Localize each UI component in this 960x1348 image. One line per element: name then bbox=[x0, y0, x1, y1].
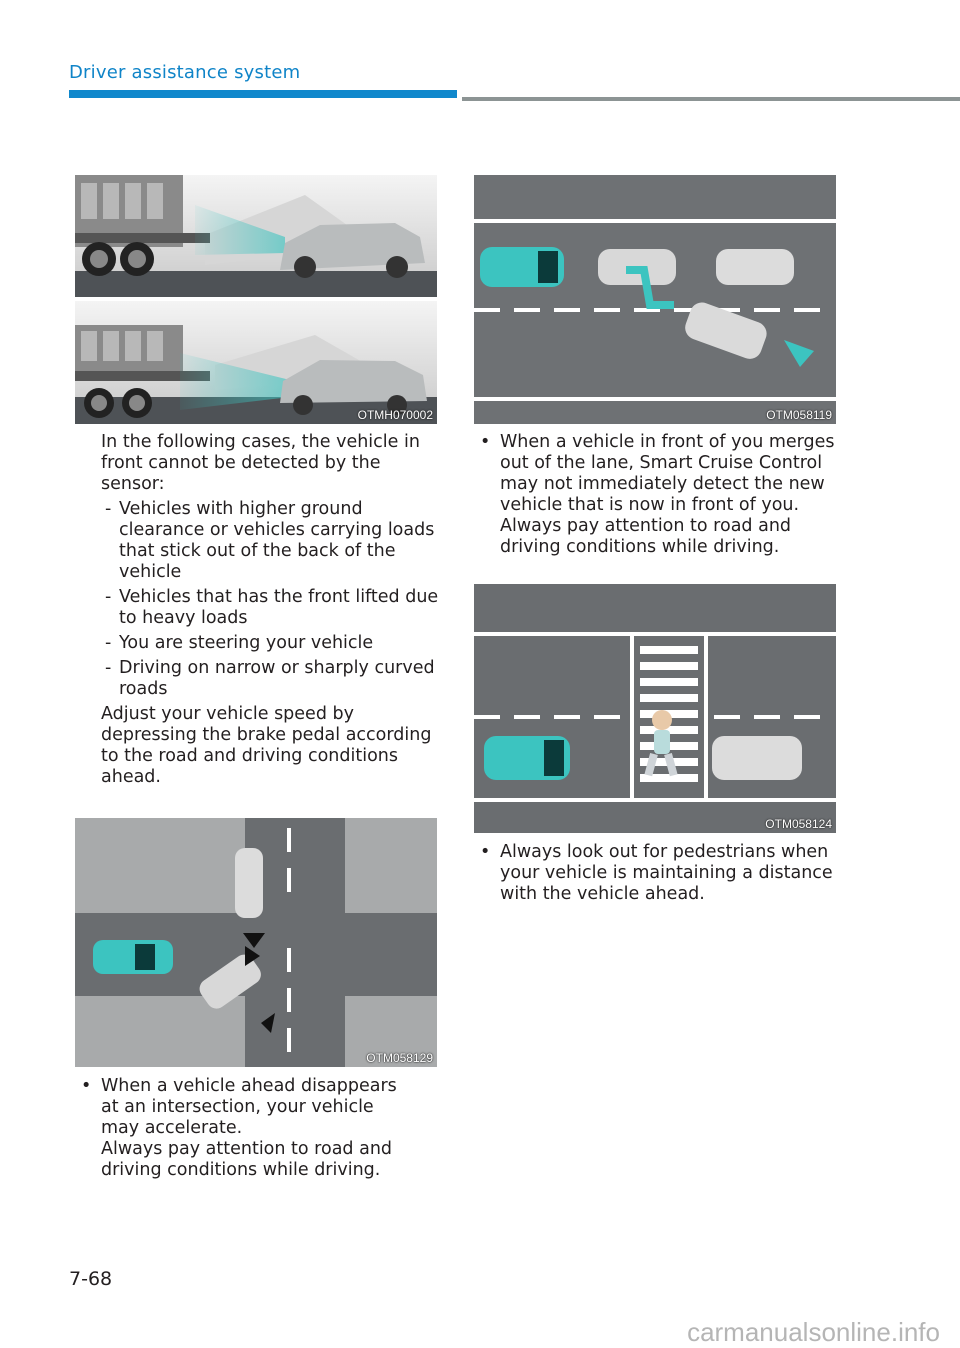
bullet-note: Always pay attention to road and driving… bbox=[101, 1139, 393, 1180]
bullet-marker: • bbox=[480, 842, 491, 862]
dash-marker: - bbox=[105, 499, 112, 519]
truck-sensor-illustration bbox=[75, 175, 437, 424]
bullet-text: When a vehicle in front of you merges ou… bbox=[500, 432, 835, 515]
bullet-item: • When a vehicle ahead disappears at an i… bbox=[77, 1076, 417, 1139]
dash-marker: - bbox=[105, 587, 112, 607]
dash-marker: - bbox=[105, 658, 112, 678]
bullet-note: Always pay attention to road and driving… bbox=[500, 516, 792, 557]
lane-merge-illustration bbox=[474, 175, 836, 424]
bullet-text: Always look out for pedestrians when you… bbox=[500, 842, 833, 904]
intersection-illustration bbox=[75, 818, 437, 1067]
list-item: -Driving on narrow or sharply curved roa… bbox=[101, 658, 441, 700]
figure-truck-sensor: OTMH070002 bbox=[75, 175, 437, 424]
list-item: -You are steering your vehicle bbox=[101, 633, 441, 654]
figure-code: OTM058119 bbox=[766, 408, 832, 422]
bullet-marker: • bbox=[81, 1076, 92, 1096]
bullet-marker: • bbox=[480, 432, 491, 452]
right-bullet-block-1: • When a vehicle in front of you merges o… bbox=[476, 432, 836, 558]
list-item-text: Driving on narrow or sharply curved road… bbox=[119, 658, 435, 699]
list-item-text: Vehicles with higher ground clearance or… bbox=[119, 499, 435, 582]
intro-paragraph: In the following cases, the vehicle in f… bbox=[101, 432, 420, 494]
figure-crosswalk: OTM058124 bbox=[474, 584, 836, 833]
left-bullet-block: • When a vehicle ahead disappears at an i… bbox=[77, 1076, 417, 1181]
list-item: -Vehicles with higher ground clearance o… bbox=[101, 499, 441, 583]
list-item-text: Vehicles that has the front lifted due t… bbox=[119, 587, 439, 628]
figure-lane-merge: OTM058119 bbox=[474, 175, 836, 424]
list-item-text: You are steering your vehicle bbox=[119, 633, 374, 653]
dash-marker: - bbox=[105, 633, 112, 653]
page-number: 7-68 bbox=[69, 1268, 113, 1290]
header-rule bbox=[462, 97, 960, 101]
figure-code: OTMH070002 bbox=[357, 408, 433, 422]
advice-paragraph: Adjust your vehicle speed by depressing … bbox=[101, 704, 432, 787]
figure-intersection: OTM058129 bbox=[75, 818, 437, 1067]
bullet-item: • When a vehicle in front of you merges o… bbox=[476, 432, 836, 516]
section-title: Driver assistance system bbox=[69, 62, 301, 83]
figure-code: OTM058129 bbox=[366, 1051, 433, 1065]
crosswalk-illustration bbox=[474, 584, 836, 833]
figure-code: OTM058124 bbox=[765, 817, 832, 831]
right-bullet-block-2: • Always look out for pedestrians when yo… bbox=[476, 842, 836, 905]
header-rule-accent bbox=[69, 90, 457, 98]
bullet-item: • Always look out for pedestrians when yo… bbox=[476, 842, 836, 905]
left-text-block: In the following cases, the vehicle in f… bbox=[101, 432, 441, 788]
bullet-text: When a vehicle ahead disappears at an in… bbox=[101, 1076, 397, 1138]
watermark: carmanualsonline.info bbox=[687, 1317, 940, 1347]
list-item: -Vehicles that has the front lifted due … bbox=[101, 587, 441, 629]
